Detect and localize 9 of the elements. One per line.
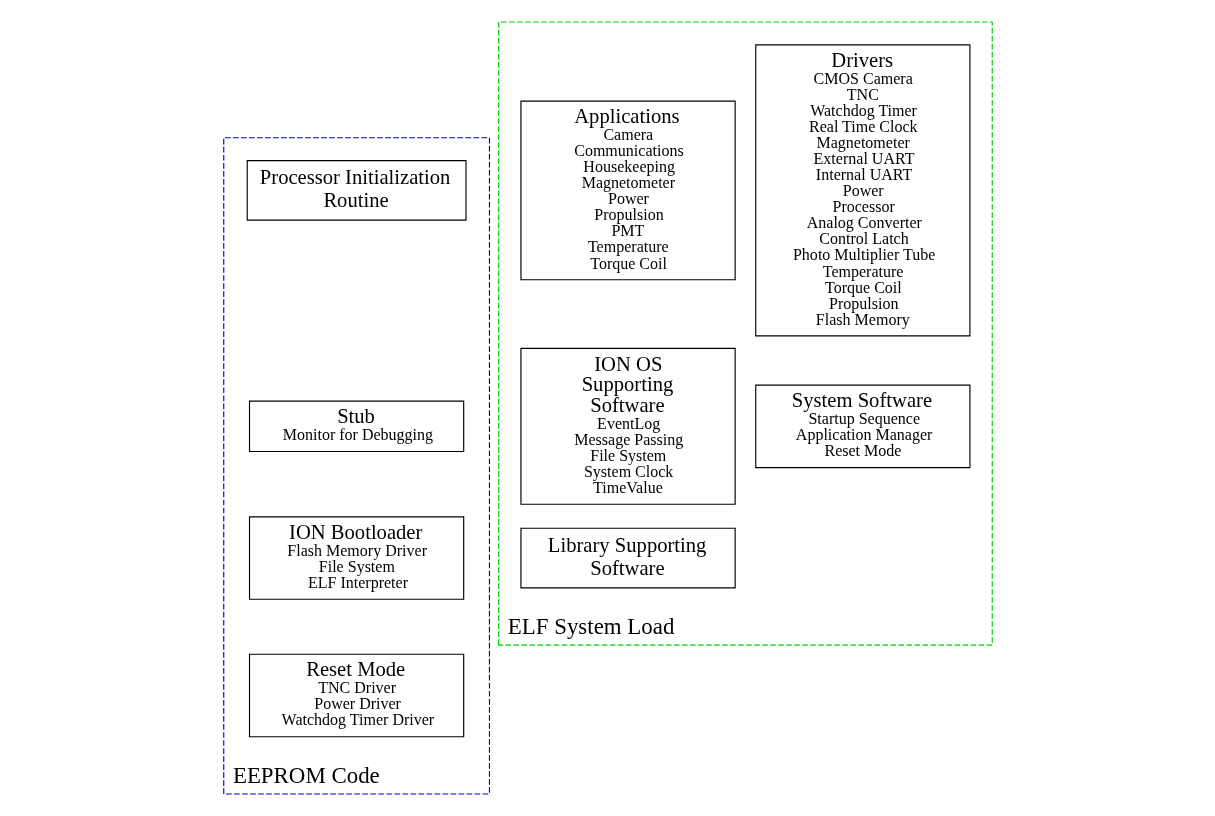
node-box: ION OS Supporting Software EventLog Message Passing File System System Clock TimeValue [519, 347, 736, 505]
node-box: ION Bootloader Flash Memory Driver File System ELF Interpreter [248, 516, 464, 600]
node-box: Drivers CMOS Camera TNC Watchdog Timer Real Time Clock Magnetometer External UART Internal UART Power Processor Analog Converter Control Latch Photo Multiplier Tube Temperature Torque Coil Propulsion Flash Memory [754, 44, 970, 337]
node-box: Stub Monitor for Debugging [248, 400, 464, 453]
node-box: Library Supporting Software [519, 527, 736, 589]
node-box: System Software Startup Sequence Application Manager Reset Mode [754, 384, 970, 469]
node-box: Applications Camera Communications Housekeeping Magnetometer Power Propulsion PMT Temperature Torque Coil [519, 100, 736, 281]
node-box: Processor Initialization Routine [246, 160, 467, 221]
node-box: Reset Mode TNC Driver Power Driver Watchdog Timer Driver [248, 653, 464, 738]
